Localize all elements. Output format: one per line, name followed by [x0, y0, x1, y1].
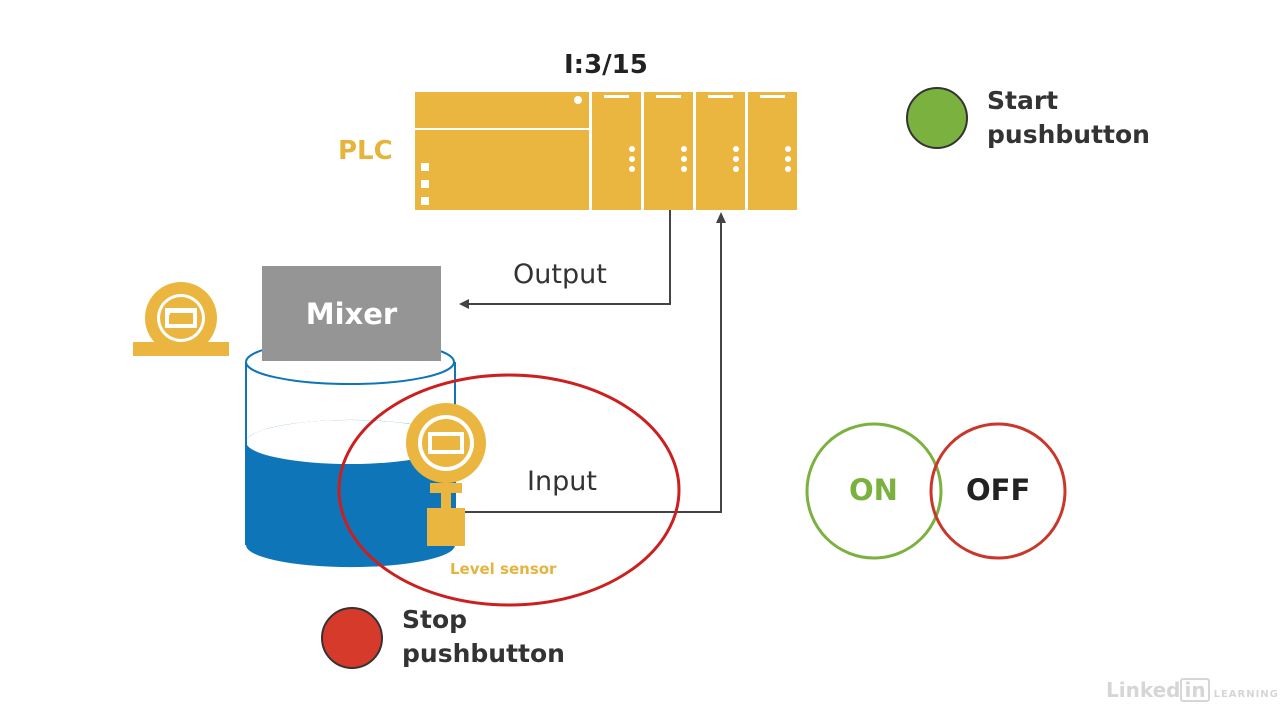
input-highlight-ellipse	[337, 373, 681, 607]
input-wire	[465, 222, 722, 513]
brand-name-part1: Linked	[1106, 678, 1181, 702]
output-label: Output	[513, 259, 607, 290]
stop-pushbutton-label: Stop pushbutton	[402, 603, 565, 671]
plc-label: PLC	[338, 136, 393, 166]
mixer-box	[262, 266, 441, 361]
plc-io-slot-2	[644, 92, 693, 210]
level-sensor-label: Level sensor	[450, 560, 557, 578]
start-label-line1: Start	[987, 86, 1059, 115]
tank	[245, 339, 456, 568]
plc-io-slot-4	[748, 92, 797, 210]
brand-name-part2: in	[1180, 678, 1210, 702]
stop-label-line1: Stop	[402, 605, 468, 634]
on-label: ON	[849, 473, 898, 507]
io-address-label: I:3/15	[564, 50, 648, 80]
plc-io-slot-3	[696, 92, 745, 210]
start-label-line2: pushbutton	[987, 120, 1150, 149]
output-wire	[468, 210, 671, 305]
input-label: Input	[527, 466, 597, 497]
input-arrowhead	[716, 212, 726, 223]
on-state-circle	[805, 422, 943, 560]
output-arrowhead	[459, 299, 469, 309]
motor-icon	[133, 282, 229, 356]
plc-status-led	[574, 96, 582, 104]
plc-rack	[415, 92, 797, 210]
brand-suffix: LEARNING	[1213, 689, 1279, 700]
plc-io-slot-1	[592, 92, 641, 210]
start-pushbutton-label: Start pushbutton	[987, 84, 1150, 152]
start-pushbutton-icon	[906, 87, 968, 149]
mixer-label: Mixer	[305, 296, 398, 331]
off-label: OFF	[966, 473, 1031, 507]
level-sensor-icon	[406, 403, 486, 546]
stop-label-line2: pushbutton	[402, 639, 565, 668]
off-state-circle	[929, 422, 1067, 560]
plc-cpu-module	[415, 92, 589, 210]
stop-pushbutton-icon	[321, 607, 383, 669]
